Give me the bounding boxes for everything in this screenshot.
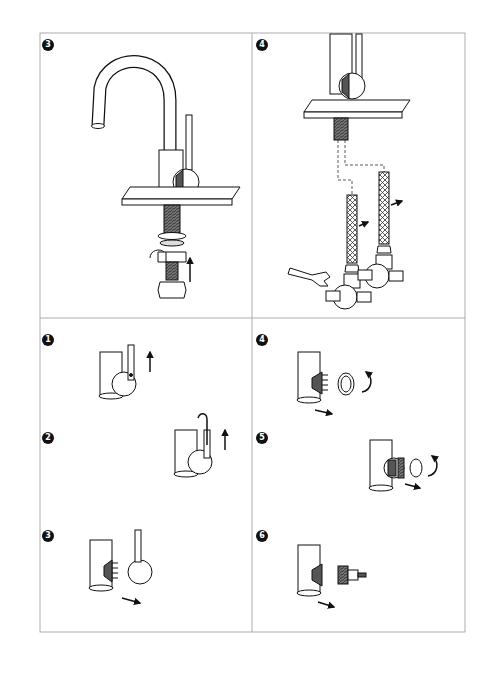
callout-number: 1: [42, 334, 54, 346]
callout-number: 4: [256, 334, 268, 346]
handle-removal: [89, 345, 225, 603]
cartridge-removal: [297, 352, 437, 607]
hose-connection: [288, 34, 410, 309]
panel-frames: [40, 33, 465, 632]
callout-number: 2: [42, 432, 54, 444]
callout-number: 3: [42, 530, 54, 542]
callout-number: 3: [42, 39, 54, 51]
faucet-mounting: [92, 62, 241, 298]
callout-number: 5: [256, 432, 268, 444]
callout-number: 4: [256, 39, 268, 51]
callout-number: 6: [256, 530, 268, 542]
